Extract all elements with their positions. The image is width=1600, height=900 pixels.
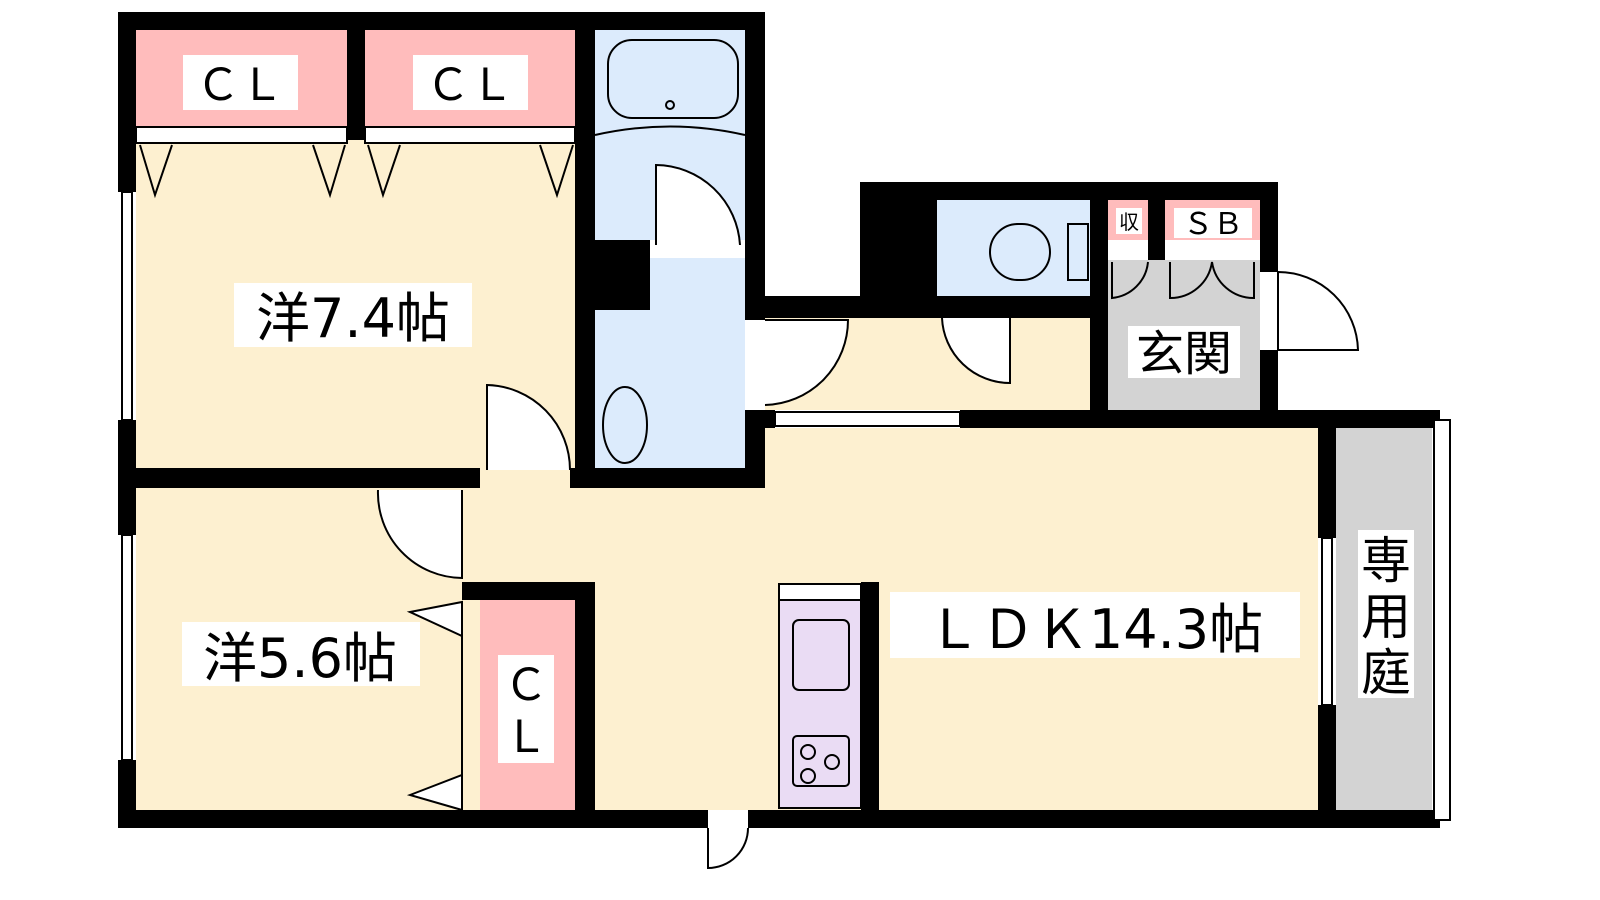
western-room-2-label: 洋5.6帖 [203,627,397,690]
toilet-icon [989,223,1051,281]
sink-basin-icon [792,619,850,691]
walls [118,12,1440,828]
storage-label: 収 [1119,210,1139,234]
fixtures [121,39,1451,870]
bathtub-icon [607,39,739,119]
closet-1-label: ＣＬ [196,60,284,111]
sink-icon [602,386,648,464]
entrance-label: 玄関 [1136,326,1232,382]
garden-label-1: 専 [1361,532,1411,590]
closet-2-label: ＣＬ [426,60,514,111]
shoe-box-label: ＳＢ [1183,207,1243,242]
closet-3-label-l: Ｌ [504,712,548,763]
closet-3-label-c: Ｃ [504,660,548,711]
stove-icon [792,735,850,787]
ldk-label: ＬＤＫ14.3帖 [927,598,1263,661]
western-room-1-label: 洋7.4帖 [256,287,450,350]
garden-label-3: 庭 [1361,644,1411,702]
garden-label-2: 用 [1361,588,1411,646]
